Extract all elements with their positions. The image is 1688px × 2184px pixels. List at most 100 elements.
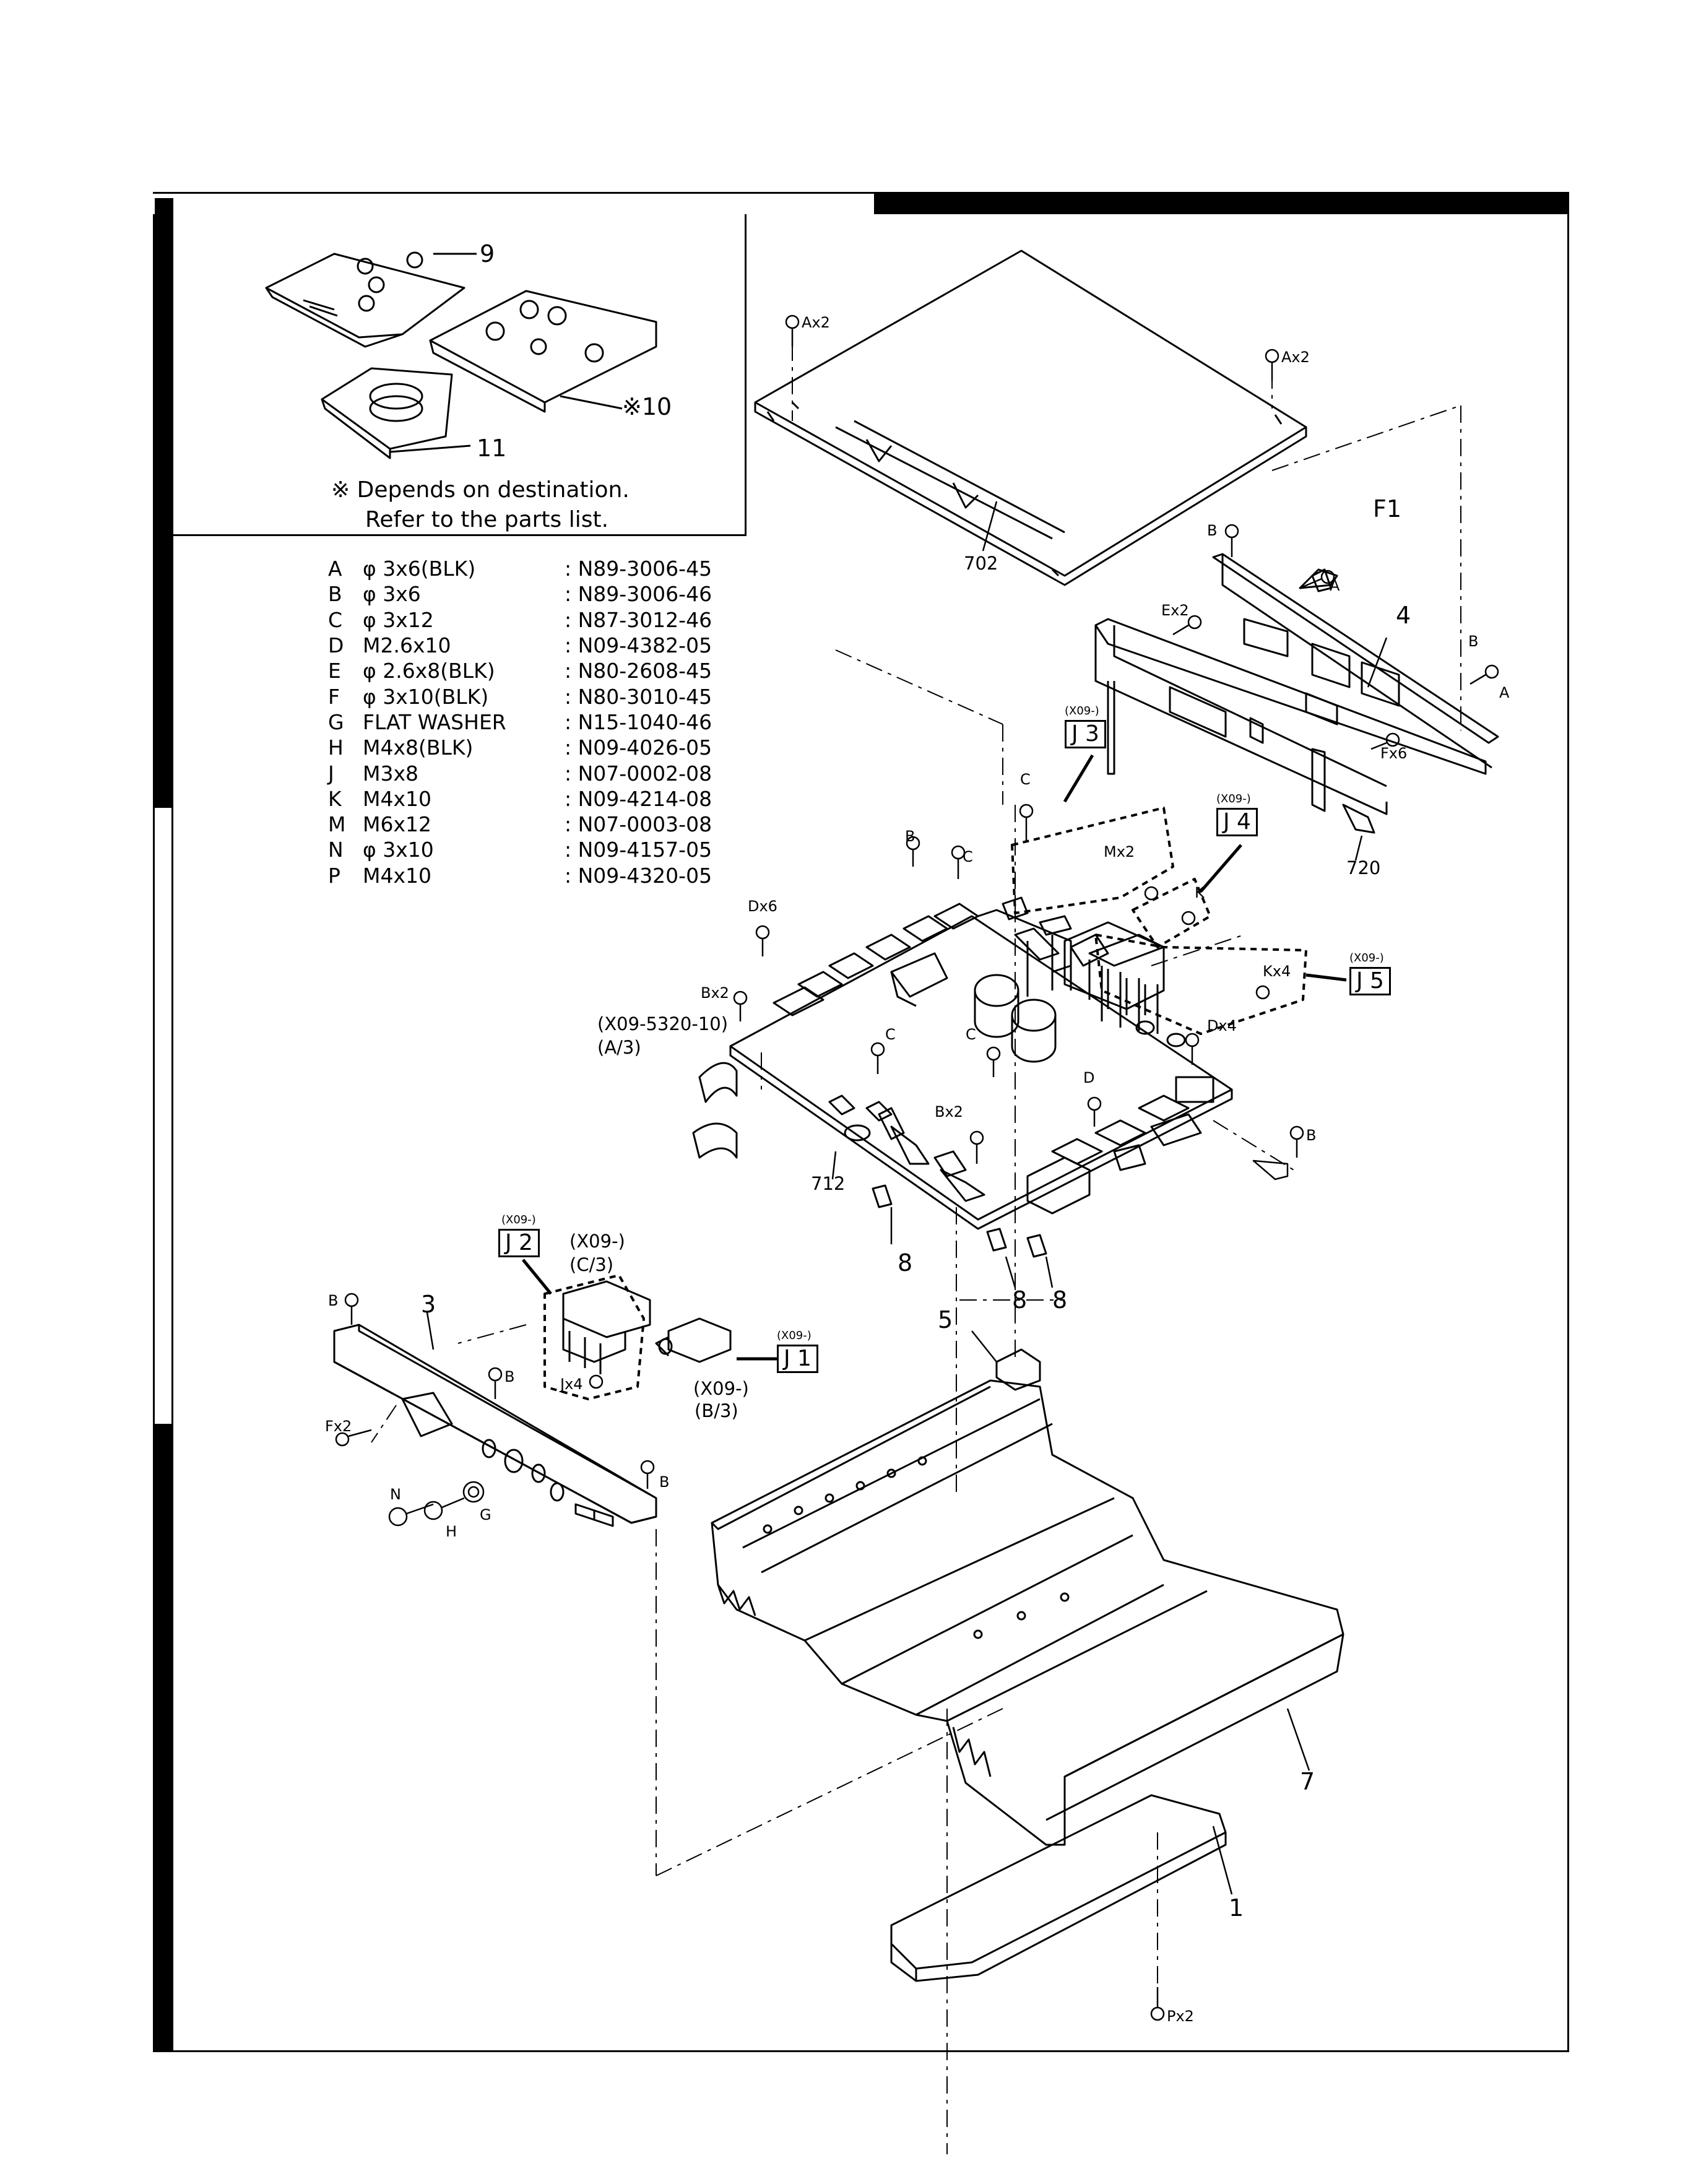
label-part-3: 3	[421, 1291, 436, 1318]
main-pcb-712	[692, 896, 1233, 1230]
legend-desc: M4x8(BLK)	[363, 735, 474, 760]
label-part-8: 8	[1012, 1286, 1028, 1314]
label-screw-d: D	[1083, 1069, 1095, 1086]
label-part-8: 8	[898, 1249, 913, 1276]
legend-part-number: : N80-2608-45	[565, 659, 712, 683]
label-screw-fx2: Fx2	[325, 1418, 352, 1435]
label-screw-ex2: Ex2	[1161, 602, 1189, 619]
label-part-7: 7	[1300, 1768, 1315, 1795]
legend-part-number: : N87-3012-46	[565, 607, 712, 632]
legend-desc: M4x10	[363, 786, 431, 811]
legend-desc: M2.6x10	[363, 633, 451, 658]
destination-note-line1: ※ Depends on destination.	[331, 477, 630, 503]
label-screw-h: H	[446, 1523, 457, 1540]
label-part-8: 8	[1052, 1286, 1068, 1314]
label-pcb-a3: (A/3)	[597, 1037, 641, 1058]
legend-part-number: : N89-3006-45	[565, 557, 712, 581]
inset-screws-bag	[265, 251, 477, 348]
label-screw-k: K	[1195, 884, 1205, 901]
header-band-right	[874, 192, 1569, 214]
legend-desc: φ 3x10(BLK)	[363, 684, 489, 709]
label-screw-jx4: Jx4	[560, 1376, 583, 1393]
label-part-712: 712	[811, 1173, 846, 1194]
label-screw-mx2: Mx2	[1104, 843, 1135, 860]
label-part-1: 1	[1229, 1894, 1244, 1922]
legend-code: G	[328, 709, 344, 734]
label-screw-b: B	[1468, 633, 1479, 650]
label-x09-j5: (X09-)	[1349, 951, 1384, 964]
label-screw-n: N	[390, 1486, 401, 1503]
switch-j1	[655, 1317, 732, 1363]
callout-arrows	[522, 754, 1347, 1361]
legend-code: E	[328, 659, 341, 683]
legend-code: D	[328, 633, 344, 658]
legend-desc: φ 3x12	[363, 607, 434, 632]
legend-desc: M4x10	[363, 863, 431, 888]
label-screw-c: C	[966, 1026, 976, 1043]
legend-code: B	[328, 582, 342, 607]
label-pcb-x09-5320-10: (X09-5320-10)	[597, 1013, 729, 1034]
legend-part-number: : N80-3010-45	[565, 684, 712, 709]
label-screw-fx6: Fx6	[1380, 745, 1408, 762]
clips-8	[872, 1184, 1047, 1258]
legend-code: H	[328, 735, 344, 760]
label-screw-c: C	[885, 1026, 896, 1043]
legend-part-number: : N07-0003-08	[565, 812, 712, 837]
legend-part-number: : N09-4382-05	[565, 633, 712, 658]
legend-code: F	[328, 684, 340, 709]
label-screw-px2: Px2	[1167, 2008, 1194, 2025]
part-5	[995, 1348, 1041, 1391]
label-c3: (C/3)	[569, 1254, 614, 1275]
dashed-group-j3	[1011, 807, 1174, 914]
label-screw-dx4: Dx4	[1207, 1017, 1237, 1034]
front-bracket-4	[1094, 553, 1499, 775]
label-screw-b: B	[659, 1473, 670, 1491]
label-x09-j1: (X09-)	[777, 1329, 812, 1342]
label-part-720: 720	[1346, 857, 1381, 878]
connector-j4-box: J 4	[1216, 808, 1258, 836]
label-b3: (B/3)	[695, 1400, 738, 1421]
label-screw-b: B	[905, 828, 915, 845]
label-screw-kx4: Kx4	[1263, 963, 1291, 980]
header-band-left	[153, 192, 874, 214]
legend-part-number: : N09-4214-08	[565, 786, 712, 811]
legend-desc: M3x8	[363, 761, 418, 786]
legend-part-number: : N09-4320-05	[565, 863, 712, 888]
legend-desc: φ 3x6	[363, 582, 421, 607]
dashed-group-j5	[1094, 934, 1307, 1035]
label-ax2-right: Ax2	[1281, 349, 1310, 366]
label-screw-b: B	[1306, 1127, 1317, 1144]
legend-desc: φ 3x10	[363, 838, 434, 862]
legend-part-number: : N89-3006-46	[565, 582, 712, 607]
legend-desc: M6x12	[363, 812, 431, 837]
label-screw-bx2: Bx2	[935, 1103, 963, 1120]
label-part-4: 4	[1396, 602, 1411, 629]
label-x09-j4: (X09-)	[1216, 792, 1251, 805]
label-ax2-left: Ax2	[802, 314, 830, 331]
heatsink-1	[890, 1794, 1227, 1982]
alignment-lines	[371, 344, 1461, 2154]
connector-j5-box: J 5	[1349, 967, 1391, 995]
legend-desc: φ 3x6(BLK)	[363, 557, 476, 581]
legend-desc: φ 2.6x8(BLK)	[363, 659, 495, 683]
connector-j3-box: J 3	[1065, 720, 1106, 748]
label-screw-b: B	[328, 1292, 339, 1309]
bottom-chassis-7	[711, 1379, 1344, 1846]
label-part-5: 5	[938, 1306, 953, 1333]
label-screw-a: A	[1499, 684, 1510, 701]
legend-code: C	[328, 607, 343, 632]
dashed-group-j2	[543, 1274, 645, 1400]
screws	[335, 314, 1499, 2021]
label-screw-c: C	[1020, 771, 1031, 788]
label-screw-bx2: Bx2	[701, 984, 729, 1002]
inset-ring-bag	[321, 367, 471, 459]
